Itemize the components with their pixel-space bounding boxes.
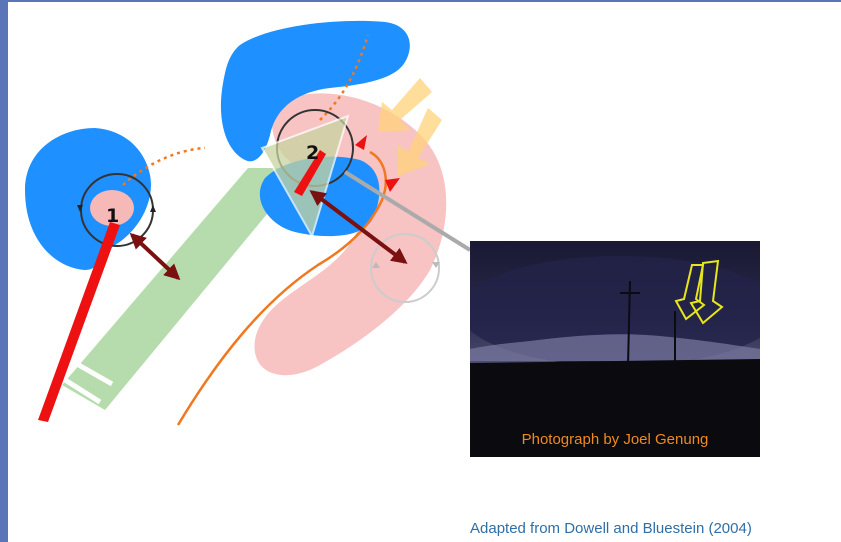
storm-photograph: Photograph by Joel Genung [470,241,760,457]
blue-region-top [220,20,410,162]
green-inflow-band [60,168,305,410]
cell-1-core [90,190,134,226]
cell-1-label: 1 [106,205,119,227]
yellow-inflow-arrows [378,78,442,176]
circulation-arrowheads [77,205,440,268]
photo-caption: Photograph by Joel Genung [521,431,709,448]
red-vortex-marks [38,135,400,422]
source-credit: Adapted from Dowell and Bluestein (2004) [470,520,752,537]
cell-2-label: 2 [306,142,319,164]
blue-region-cell-1 [25,128,151,270]
motion-arrows [129,190,408,281]
